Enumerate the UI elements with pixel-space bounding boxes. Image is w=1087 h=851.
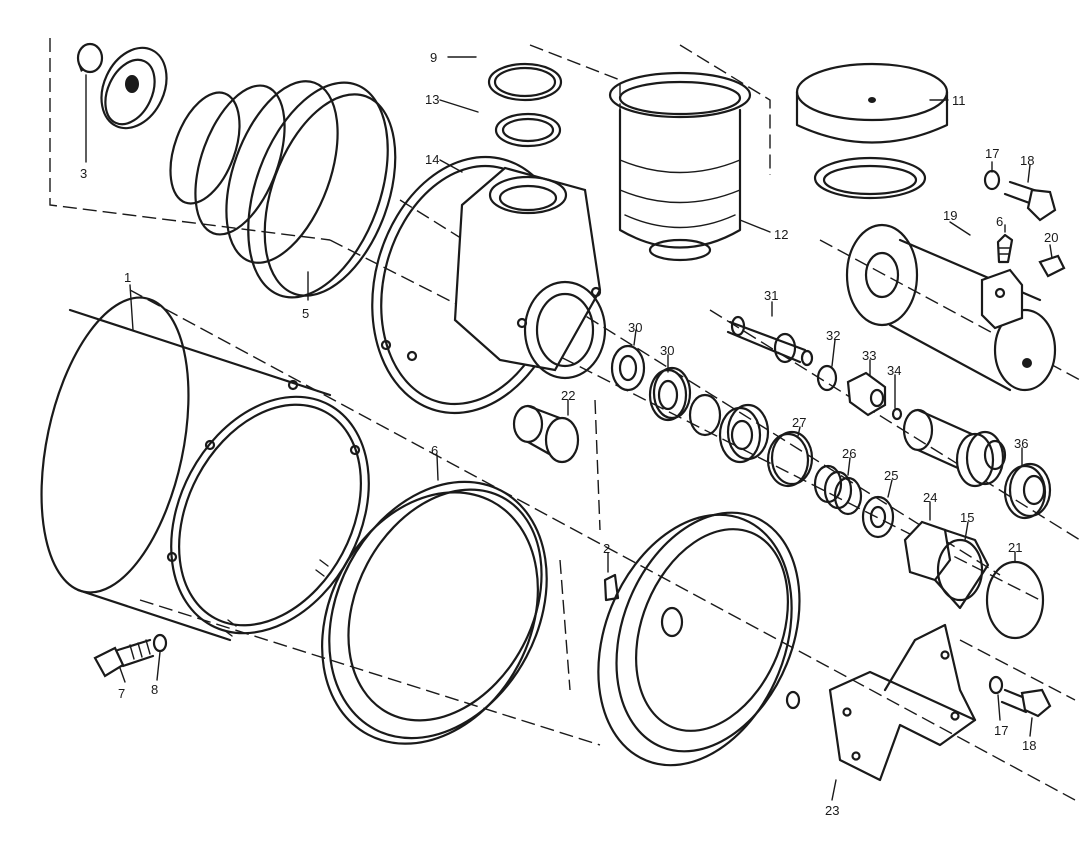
- mounting-bracket-23: [828, 623, 977, 782]
- spring-seat-washer: [100, 46, 168, 130]
- o-ring-13: [494, 112, 562, 148]
- bearing-36: [1003, 462, 1052, 520]
- end-shield-2: [597, 511, 801, 767]
- callout-6: 6: [431, 443, 438, 458]
- piston-sleeve: [902, 408, 1007, 488]
- snap-ring-3: [76, 42, 104, 74]
- callout-20: 20: [1044, 230, 1058, 245]
- shaft-31: [726, 315, 814, 367]
- callout-12: 12: [774, 227, 788, 242]
- callout-21: 21: [1008, 540, 1022, 555]
- callout-15: 15: [960, 510, 974, 525]
- callout-5: 5: [302, 306, 309, 321]
- callout-22: 22: [561, 388, 575, 403]
- callout-30-b: 30: [660, 343, 674, 358]
- washer-34: [891, 407, 903, 421]
- cover-cap-11: [795, 62, 949, 200]
- callout-27: 27: [792, 415, 806, 430]
- snap-ring-21: [985, 560, 1045, 640]
- bolt-7: [93, 638, 155, 678]
- shim-washer: [688, 393, 722, 437]
- washer-30-a: [610, 344, 646, 392]
- callout-26: 26: [842, 446, 856, 461]
- callout-31: 31: [764, 288, 778, 303]
- callout-17-bottom: 17: [994, 723, 1008, 738]
- nut-33: [846, 371, 887, 417]
- lock-washer-8: [152, 633, 168, 653]
- callout-18-bottom: 18: [1022, 738, 1036, 753]
- callout-9: 9: [430, 50, 437, 65]
- cylinder-body-10: [845, 223, 1057, 392]
- callout-18-top: 18: [1020, 153, 1034, 168]
- callout-19: 19: [943, 208, 957, 223]
- callout-13: 13: [425, 92, 439, 107]
- callout-14: 14: [425, 152, 439, 167]
- sealing-ring-6: [321, 480, 548, 745]
- bearing-27-a: [718, 403, 770, 464]
- callout-17-top: 17: [985, 146, 999, 161]
- motor-housing-1: [40, 296, 370, 642]
- cap-15: [936, 538, 984, 602]
- conical-spring-5: [169, 80, 397, 299]
- callout-3: 3: [80, 166, 87, 181]
- pump-housing-14: [371, 155, 607, 415]
- callout-1: 1: [124, 270, 131, 285]
- seal-27: [766, 430, 814, 488]
- callout-25: 25: [884, 468, 898, 483]
- callout-7: 7: [118, 686, 125, 701]
- plug-20: [1038, 254, 1066, 278]
- callout-30-a: 30: [628, 320, 642, 335]
- grease-nipple-19: [996, 233, 1014, 264]
- washer-17-top: [983, 169, 1001, 191]
- washer-25: [861, 495, 895, 539]
- callout-23: 23: [825, 803, 839, 818]
- washer-17-bottom: [988, 675, 1004, 695]
- spring-26: [813, 464, 863, 516]
- callout-6-top: 6: [996, 214, 1003, 229]
- callout-8: 8: [151, 682, 158, 697]
- callout-36: 36: [1014, 436, 1028, 451]
- callout-24: 24: [923, 490, 937, 505]
- callout-11: 11: [952, 93, 966, 108]
- callout-labels: 3 5 9 13 14 11 12 17 18 19 6 20 1 31 30 …: [80, 50, 1058, 818]
- circlip-32: [816, 364, 838, 392]
- bolt-18-bottom: [1000, 688, 1052, 718]
- callout-33: 33: [862, 348, 876, 363]
- callout-2: 2: [603, 541, 610, 556]
- adapter-22: [512, 404, 580, 464]
- callout-34: 34: [887, 363, 901, 378]
- callout-32: 32: [826, 328, 840, 343]
- filter-cup-12: [608, 71, 752, 262]
- leader-lines: [85, 56, 1053, 801]
- o-ring-9: [487, 62, 563, 102]
- bolt-18-top: [1003, 180, 1057, 222]
